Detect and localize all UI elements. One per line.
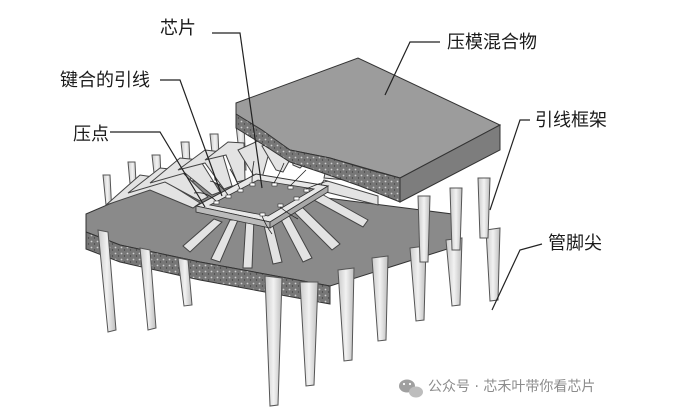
front-pins (97, 227, 501, 407)
label-bond-wire: 键合的引线 (60, 70, 150, 91)
watermark-text: 公众号 · 芯禾叶带你看芯片 (428, 379, 595, 395)
label-molding-compound: 压模混合物 (447, 32, 537, 53)
wechat-icon (399, 379, 423, 398)
bond-pads (213, 182, 310, 217)
label-bond-pad: 压点 (73, 124, 109, 145)
side-pins (417, 177, 491, 263)
molding-compound-block (235, 57, 502, 203)
label-chip: 芯片 (160, 18, 196, 39)
label-pin-tip: 管脚尖 (548, 233, 602, 254)
label-lead-frame: 引线框架 (535, 110, 607, 131)
leader-lines (110, 32, 543, 311)
bond-wires (193, 160, 329, 235)
watermark: 公众号 · 芯禾叶带你看芯片 (399, 379, 595, 398)
